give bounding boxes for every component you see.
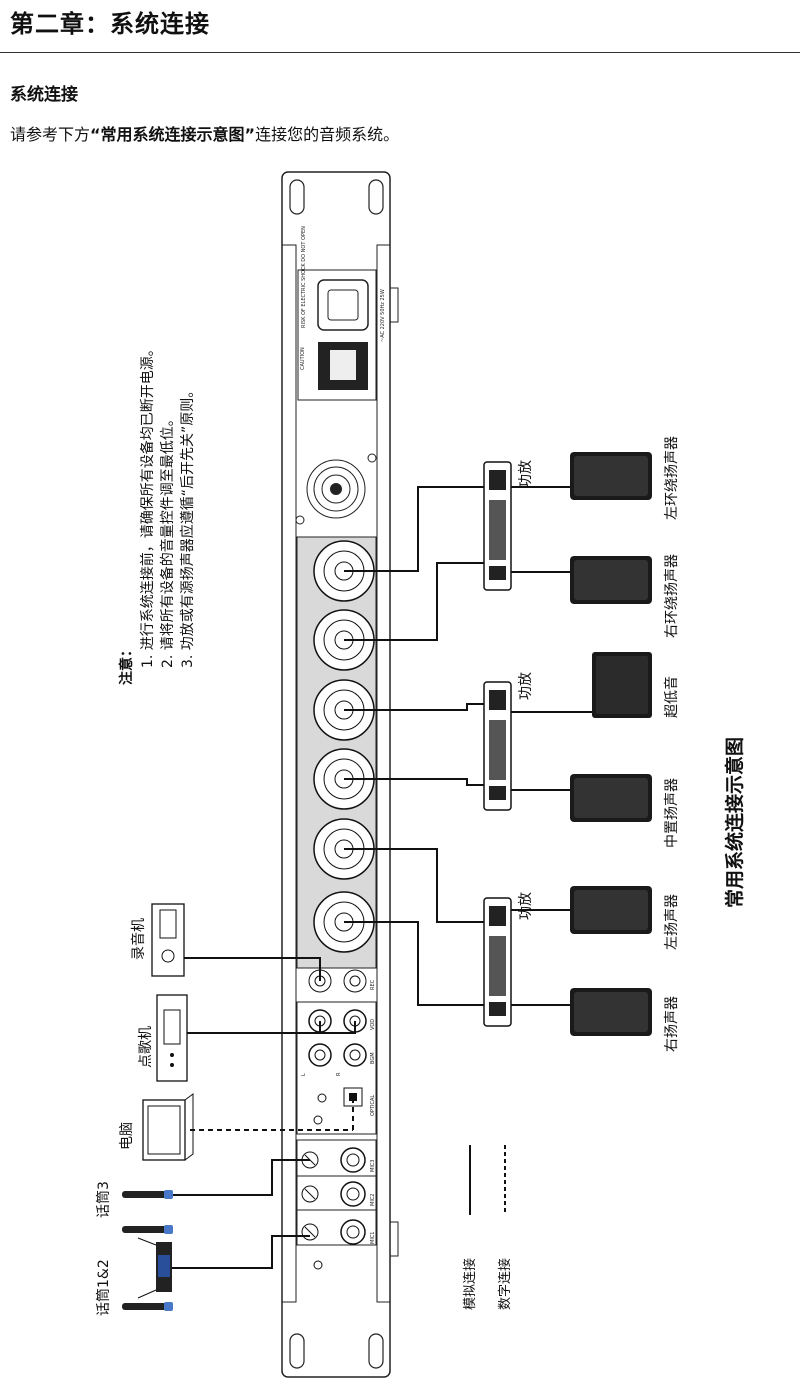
speaker-right-surround: 右环绕扬声器 bbox=[570, 554, 680, 638]
note-1: 1. 进行系统连接前，请确保所有设备均已断开电源。 bbox=[139, 342, 156, 668]
intro-prefix: 请参考下方 bbox=[10, 125, 91, 144]
right-surround-label: 右环绕扬声器 bbox=[664, 554, 680, 638]
mic3-label-text: 话筒3 bbox=[95, 1181, 112, 1218]
amp-1-label: 功放 bbox=[518, 460, 534, 488]
legend-digital: 数字连接 bbox=[497, 1258, 513, 1310]
header-divider bbox=[0, 52, 800, 53]
computer-label: 电脑 bbox=[119, 1122, 135, 1150]
speaker-subwoofer: 超低音 bbox=[592, 652, 680, 718]
karaoke-label: 点歌机 bbox=[138, 1026, 154, 1068]
optical-label: OPTICAL bbox=[370, 1095, 376, 1116]
caution-label: CAUTION bbox=[300, 347, 306, 370]
recorder-device: 录音机 bbox=[130, 903, 185, 977]
wireless-mic-set-icon: 话筒1&2 bbox=[95, 1225, 173, 1316]
legend-analog: 模拟连接 bbox=[462, 1258, 478, 1310]
chapter-title: 第二章：系统连接 bbox=[10, 10, 210, 38]
computer-icon: 电脑 bbox=[119, 1093, 194, 1161]
speaker-left-surround: 左环绕扬声器 bbox=[570, 436, 680, 520]
center-label: 中置扬声器 bbox=[664, 778, 680, 848]
recorder-label: 录音机 bbox=[130, 918, 147, 960]
shock-warning-label: RISK OF ELECTRIC SHOCK DO NOT OPEN bbox=[301, 226, 307, 328]
amplifier-2: 功放 bbox=[483, 672, 534, 811]
rec-label: REC bbox=[370, 979, 376, 990]
karaoke-device: 点歌机 bbox=[138, 994, 188, 1082]
r-label: R bbox=[336, 1072, 342, 1076]
legend: 模拟连接 数字连接 bbox=[462, 1145, 513, 1310]
notes-heading: 注意： bbox=[118, 643, 135, 685]
optical-port: OPTICAL bbox=[317, 1087, 376, 1116]
mic12-label: 话筒1&2 bbox=[95, 1259, 112, 1316]
mic2-label: MIC2 bbox=[370, 1194, 376, 1206]
subwoofer-label: 超低音 bbox=[663, 676, 680, 718]
analog-wires bbox=[170, 486, 592, 1269]
intro-text: 请参考下方“常用系统连接示意图”连接您的音频系统。 bbox=[10, 121, 399, 145]
power-rating-label: ~AC 220V 50Hz 25W bbox=[380, 289, 386, 342]
mic3-label: MIC3 bbox=[370, 1160, 376, 1172]
bgm-label: BGM bbox=[370, 1052, 376, 1064]
mic1-label: MIC1 bbox=[370, 1232, 376, 1244]
intro-diagram-ref: “常用系统连接示意图” bbox=[90, 125, 256, 144]
mic2-input: MIC2 bbox=[301, 1181, 376, 1207]
amplifier-1: 功放 bbox=[483, 460, 534, 591]
left-speaker-label: 左扬声器 bbox=[664, 894, 680, 950]
fan-icon bbox=[295, 453, 377, 525]
intro-suffix: 连接您的音频系统。 bbox=[255, 125, 400, 144]
speaker-left: 左扬声器 bbox=[570, 886, 680, 950]
speaker-right: 右扬声器 bbox=[570, 988, 680, 1052]
section-title: 系统连接 bbox=[10, 85, 78, 105]
notes: 注意： 1. 进行系统连接前，请确保所有设备均已断开电源。 2. 请将所有设备的… bbox=[118, 342, 196, 685]
amp-3-label: 功放 bbox=[518, 892, 534, 920]
diagram-title: 常用系统连接示意图 bbox=[723, 737, 746, 908]
l-label: L bbox=[301, 1073, 307, 1076]
left-surround-label: 左环绕扬声器 bbox=[664, 436, 680, 520]
rack-unit: CAUTION RISK OF ELECTRIC SHOCK DO NOT OP… bbox=[281, 171, 399, 1378]
note-2: 2. 请将所有设备的音量控件调至最低位。 bbox=[159, 412, 176, 668]
right-speaker-label: 右扬声器 bbox=[664, 996, 680, 1052]
amplifier-3: 功放 bbox=[483, 892, 534, 1027]
vod-label: VOD bbox=[370, 1019, 376, 1030]
note-3: 3. 功放或有源扬声器应遵循“后开先关”原则。 bbox=[179, 384, 196, 668]
amp-2-label: 功放 bbox=[518, 672, 534, 700]
bgm-jacks: BGM L R bbox=[301, 1043, 376, 1076]
mic3-icon: 话筒3 bbox=[95, 1181, 173, 1218]
speaker-center: 中置扬声器 bbox=[570, 774, 680, 848]
